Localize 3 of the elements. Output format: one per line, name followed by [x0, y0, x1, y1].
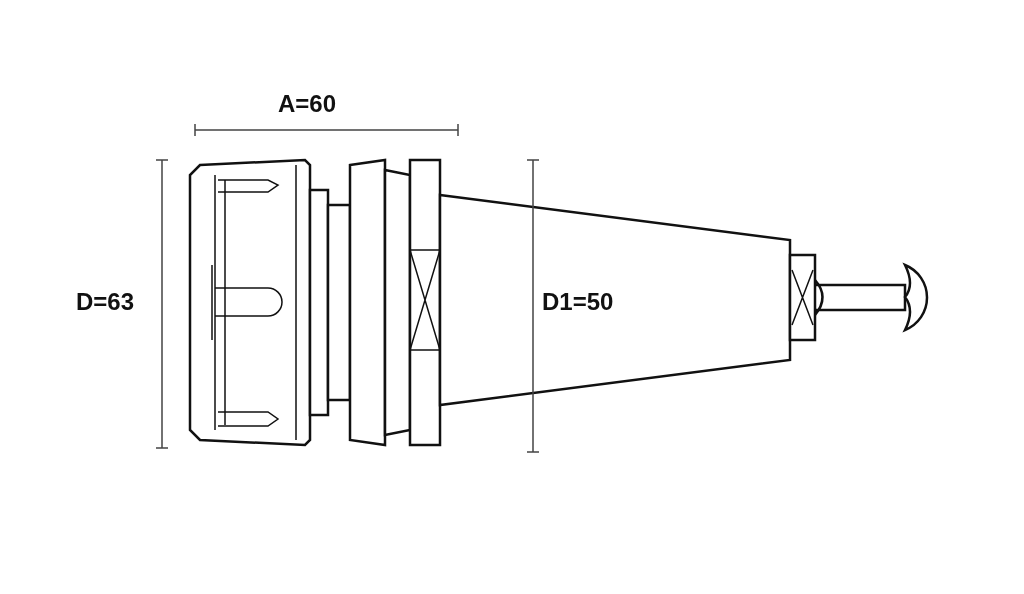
dimension-label: A=60: [278, 92, 337, 116]
dimension-label: D=63: [76, 290, 135, 314]
dimension-label: D1=50: [542, 290, 614, 314]
